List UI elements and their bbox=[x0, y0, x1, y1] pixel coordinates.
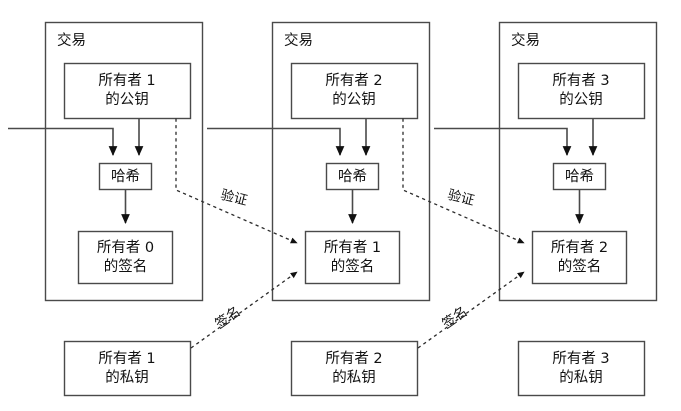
transaction-3: 交易 所有者 3 的公钥 哈希 所有者 2 的签名 bbox=[434, 21, 658, 302]
tx3-signature-line1: 所有者 2 bbox=[551, 239, 608, 256]
owner2-private-key-box bbox=[290, 340, 419, 397]
tx1-public-key-line1: 所有者 1 bbox=[98, 72, 155, 89]
tx3-public-key-line2: 的公钥 bbox=[559, 91, 603, 108]
transaction-1: 交易 所有者 1 的公钥 哈希 所有者 0 的签名 bbox=[8, 21, 204, 302]
sign-label-2: 签名 bbox=[439, 303, 471, 332]
owner2-private-key-line2: 的私钥 bbox=[332, 369, 376, 386]
verify-edge-tx2-to-tx3 bbox=[402, 118, 525, 244]
sign-label-1: 签名 bbox=[212, 303, 244, 332]
transaction-1-title: 交易 bbox=[57, 31, 86, 49]
owner1-private-key-line1: 所有者 1 bbox=[98, 350, 155, 367]
tx2-public-key-line2: 的公钥 bbox=[332, 91, 376, 108]
tx2-signature-box bbox=[304, 230, 401, 285]
tx3-incoming-chain-line bbox=[434, 127, 572, 156]
tx2-signature-line1: 所有者 1 bbox=[324, 239, 381, 256]
tx2-public-key-box bbox=[290, 62, 419, 120]
tx1-signature-line1: 所有者 0 bbox=[97, 239, 154, 256]
tx3-signature-line2: 的签名 bbox=[558, 258, 602, 275]
tx1-signature-line2: 的签名 bbox=[104, 258, 148, 275]
owner3-private-key-line2: 的私钥 bbox=[559, 369, 603, 386]
transaction-3-title: 交易 bbox=[511, 31, 540, 49]
tx1-public-key-line2: 的公钥 bbox=[105, 91, 149, 108]
tx2-signature-line2: 的签名 bbox=[331, 258, 375, 275]
tx2-hash-label: 哈希 bbox=[338, 168, 367, 185]
tx1-public-key-box bbox=[63, 62, 192, 120]
verify-label-2: 验证 bbox=[446, 187, 476, 209]
tx3-signature-box bbox=[531, 230, 628, 285]
transaction-2-border bbox=[271, 21, 431, 302]
sign-edge-owner1-to-tx2 bbox=[190, 271, 298, 349]
verify-edge-tx1-to-tx2 bbox=[175, 118, 298, 244]
verify-label-1: 验证 bbox=[219, 187, 249, 209]
sign-edge-owner2-to-tx3 bbox=[417, 271, 525, 349]
tx1-signature-box bbox=[77, 230, 174, 285]
tx3-public-key-box bbox=[517, 62, 646, 120]
tx1-hash-label: 哈希 bbox=[111, 168, 140, 185]
owner2-private-key-line1: 所有者 2 bbox=[325, 350, 382, 367]
transaction-2-title: 交易 bbox=[284, 31, 313, 49]
owner3-private-key-box bbox=[517, 340, 646, 397]
transaction-2: 交易 所有者 2 的公钥 哈希 所有者 1 的签名 bbox=[207, 21, 431, 302]
private-key-row: 所有者 1 的私钥 所有者 2 的私钥 所有者 3 的私钥 bbox=[63, 340, 646, 397]
tx3-hash-label: 哈希 bbox=[565, 168, 594, 185]
tx3-public-key-line1: 所有者 3 bbox=[552, 72, 609, 89]
owner1-private-key-line2: 的私钥 bbox=[105, 369, 149, 386]
tx2-public-key-line1: 所有者 2 bbox=[325, 72, 382, 89]
verify-edges: 验证 验证 bbox=[175, 118, 525, 244]
transaction-3-border bbox=[498, 21, 658, 302]
tx1-incoming-chain-line bbox=[8, 127, 118, 156]
owner3-private-key-line1: 所有者 3 bbox=[552, 350, 609, 367]
tx2-incoming-chain-line bbox=[207, 127, 345, 156]
owner1-private-key-box bbox=[63, 340, 192, 397]
transaction-1-border bbox=[44, 21, 204, 302]
